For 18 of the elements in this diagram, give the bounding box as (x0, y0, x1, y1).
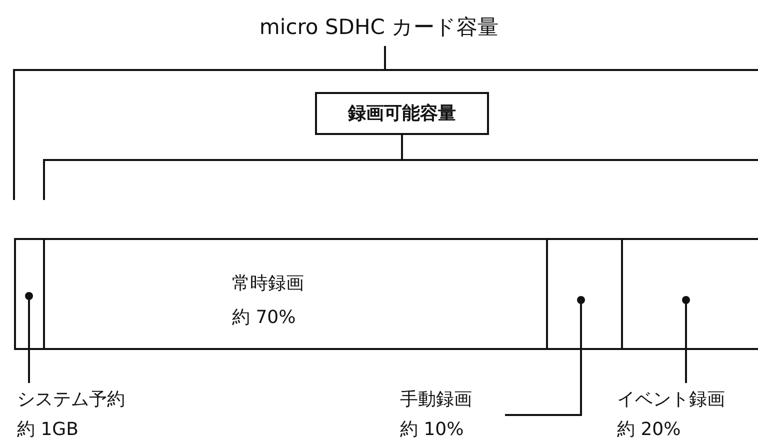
bar-segment (546, 238, 623, 350)
label-box (315, 92, 489, 135)
leader-line (505, 296, 585, 416)
bar-segment (621, 238, 758, 350)
segment-name: イベント録画 (617, 389, 725, 411)
bar-segment (43, 238, 548, 350)
title: micro SDHC カード容量 (258, 16, 500, 38)
percentage-text: 約 70% (232, 307, 296, 329)
segment-name: 手動録画 (400, 389, 472, 411)
percentage-text: 約 1GB (17, 419, 78, 441)
leader-line (25, 292, 33, 383)
percentage-text: 約 20% (617, 419, 681, 441)
leader-line (682, 296, 690, 383)
bar-segment (14, 238, 45, 350)
box-label: 録画可能容量 (346, 103, 457, 125)
percentage-text: 約 10% (400, 419, 464, 441)
segment-name: 常時録画 (232, 273, 304, 295)
segment-name: システム予約 (17, 389, 125, 411)
